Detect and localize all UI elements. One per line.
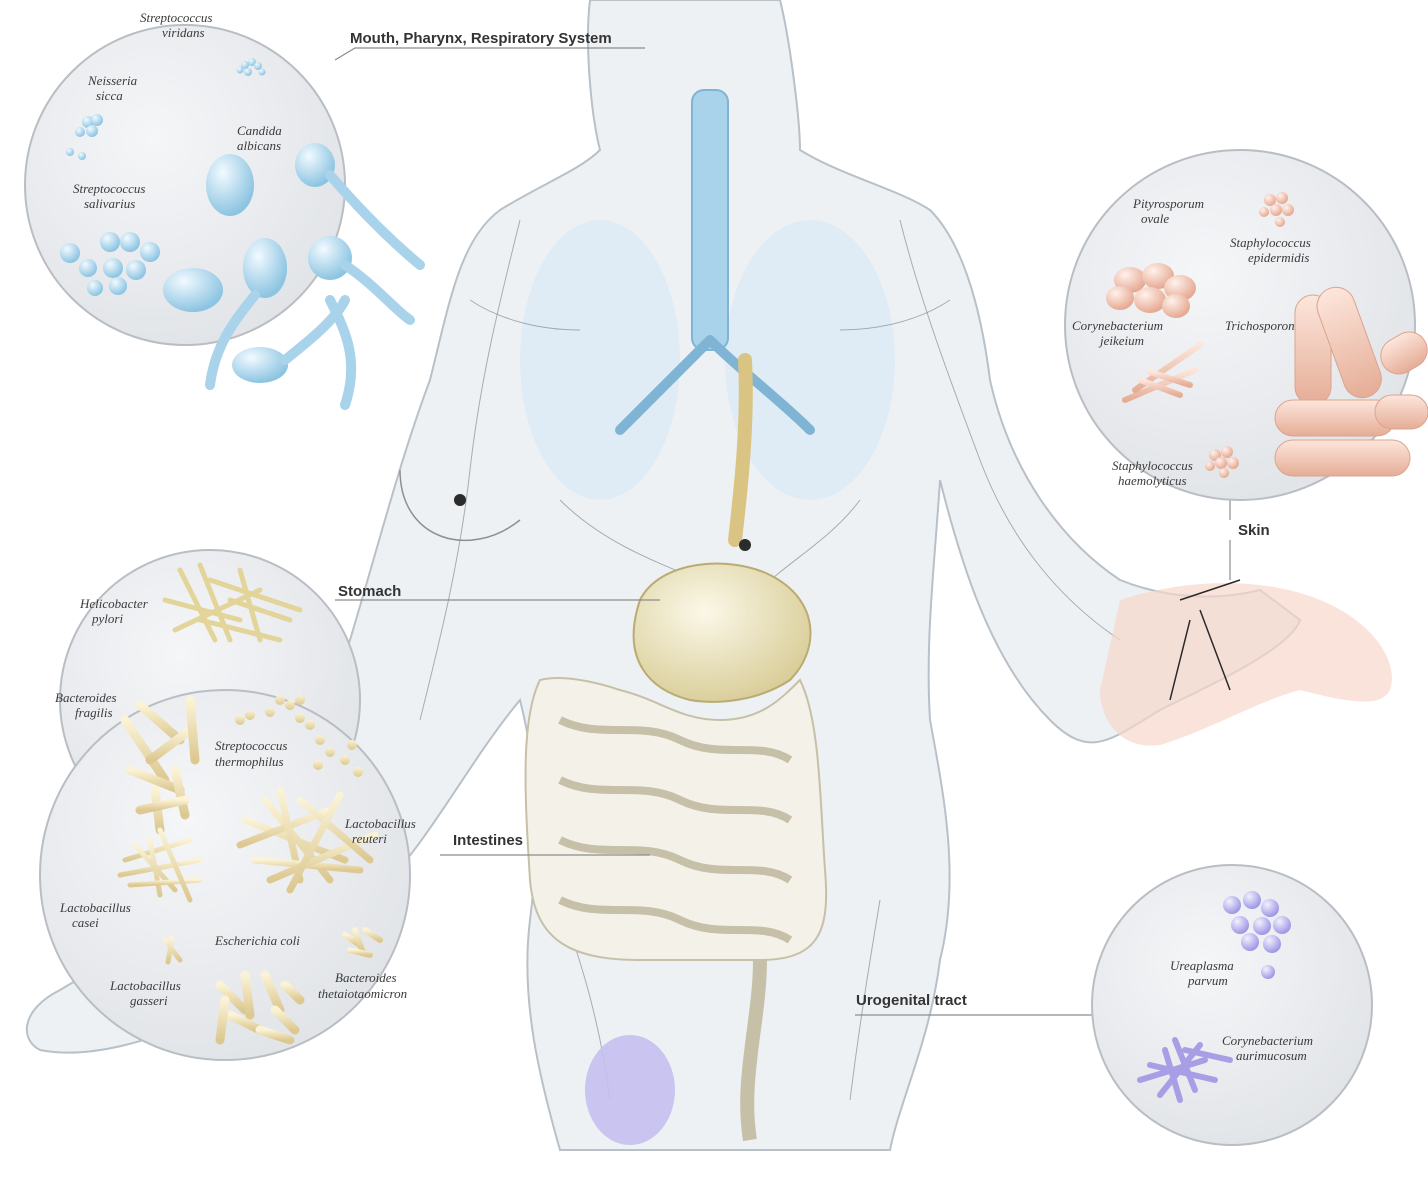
species-streptococcus-salivarius-1: Streptococcus — [73, 181, 145, 196]
species-pityrosporum-ovale-2: ovale — [1141, 211, 1169, 226]
skin-label: Skin — [1238, 522, 1270, 539]
right-lung — [725, 220, 895, 500]
species-neisseria-sicca-2: sicca — [96, 88, 123, 103]
trachea — [691, 89, 729, 351]
bacteroides-fragilis-cells — [120, 695, 200, 835]
species-pityrosporum-ovale-1: Pityrosporum — [1132, 196, 1204, 211]
staphylococcus-epidermidis-cells — [1259, 192, 1294, 227]
lactobacillus-reuteri-cells — [236, 786, 379, 894]
urogenital-bubble: Ureaplasma parvum Corynebacterium aurimu… — [1091, 864, 1373, 1146]
intestines-label: Intestines — [453, 832, 523, 849]
species-staphylococcus-haemolyticus-1: Staphylococcus — [1112, 458, 1193, 473]
species-streptococcus-viridans-2: viridans — [162, 25, 205, 40]
species-bacteroides-thetaiotaomicron-2: thetaiotaomicron — [318, 986, 407, 1001]
species-bacteroides-thetaiotaomicron-1: Bacteroides — [335, 970, 397, 985]
species-staphylococcus-epidermidis-2: epidermidis — [1248, 250, 1309, 265]
species-lactobacillus-casei-1: Lactobacillus — [59, 900, 131, 915]
species-helicobacter-pylori-1: Helicobacter — [79, 596, 149, 611]
left-lung — [520, 220, 680, 500]
species-lactobacillus-reuteri-1: Lactobacillus — [344, 816, 416, 831]
urogenital-label: Urogenital tract — [856, 992, 967, 1009]
species-neisseria-sicca-1: Neisseria — [87, 73, 138, 88]
species-lactobacillus-reuteri-2: reuteri — [352, 831, 387, 846]
species-corynebacterium-aurimucosum-1: Corynebacterium — [1222, 1033, 1313, 1048]
species-bacteroides-fragilis-2: fragilis — [75, 705, 113, 720]
respiratory-label: Mouth, Pharynx, Respiratory System — [350, 30, 612, 47]
helicobacter-pylori-cells — [162, 562, 303, 643]
respiratory-bubble: Streptococcus viridans Neisseria sicca C… — [24, 10, 425, 410]
bronchi — [615, 335, 815, 435]
pityrosporum-ovale-cells — [1106, 263, 1196, 318]
hand-skin — [1100, 583, 1392, 746]
breast-left-outline — [399, 469, 521, 542]
species-staphylococcus-haemolyticus-2: haemolyticus — [1118, 473, 1187, 488]
species-candida-albicans-2: albicans — [237, 138, 281, 153]
species-streptococcus-thermophilus-2: thermophilus — [215, 754, 284, 769]
streptococcus-thermophilus-cells — [235, 695, 363, 777]
leader-lines — [334, 47, 1231, 1016]
corynebacterium-jeikeium-cells — [1122, 342, 1203, 403]
species-corynebacterium-jeikeium-1: Corynebacterium — [1072, 318, 1163, 333]
skin-bubble: Pityrosporum ovale Staphylococcus epider… — [1064, 149, 1428, 501]
escherichia-coli-cells — [215, 970, 305, 1045]
ureaplasma-parvum-cells — [1223, 891, 1291, 979]
stomach-organ — [632, 562, 812, 703]
species-lactobacillus-gasseri-1: Lactobacillus — [109, 978, 181, 993]
nipple-right — [739, 539, 751, 551]
stomach-label: Stomach — [338, 583, 401, 600]
species-corynebacterium-aurimucosum-2: aurimucosum — [1236, 1048, 1307, 1063]
species-lactobacillus-gasseri-2: gasseri — [130, 993, 168, 1008]
bladder-organ — [585, 1035, 675, 1145]
intestines-bubble — [39, 689, 411, 1061]
intestines-organ — [524, 677, 828, 1142]
species-streptococcus-thermophilus-1: Streptococcus — [215, 738, 287, 753]
species-candida-albicans-1: Candida — [237, 123, 282, 138]
species-trichosporon: Trichosporon — [1225, 318, 1295, 333]
species-streptococcus-viridans-1: Streptococcus — [140, 10, 212, 25]
candida-albicans-cells — [163, 143, 425, 410]
species-ureaplasma-parvum-1: Ureaplasma — [1170, 958, 1234, 973]
streptococcus-viridans-cells — [236, 58, 266, 76]
gut-bubbles: Helicobacter pylori Bacteroides fragilis… — [39, 549, 416, 1061]
lactobacillus-gasseri-cells — [162, 935, 183, 965]
bacteroides-thetaiotaomicron-cells — [342, 927, 383, 958]
neisseria-sicca-cells — [66, 114, 103, 160]
species-streptococcus-salivarius-2: salivarius — [84, 196, 135, 211]
species-helicobacter-pylori-2: pylori — [91, 611, 123, 626]
species-corynebacterium-jeikeium-2: jeikeium — [1098, 333, 1144, 348]
species-staphylococcus-epidermidis-1: Staphylococcus — [1230, 235, 1311, 250]
staphylococcus-haemolyticus-cells — [1205, 446, 1239, 478]
species-ureaplasma-parvum-2: parvum — [1187, 973, 1228, 988]
species-bacteroides-fragilis-1: Bacteroides — [55, 690, 117, 705]
nipple-left — [454, 494, 466, 506]
lactobacillus-casei-cells — [117, 827, 203, 903]
species-lactobacillus-casei-2: casei — [72, 915, 99, 930]
corynebacterium-aurimucosum-cells — [1137, 1037, 1233, 1103]
streptococcus-salivarius-cells — [60, 232, 160, 296]
species-escherichia-coli: Escherichia coli — [214, 933, 300, 948]
hand-veins — [1169, 579, 1241, 701]
trichosporon-cells — [1274, 286, 1428, 477]
esophagus — [728, 353, 753, 547]
